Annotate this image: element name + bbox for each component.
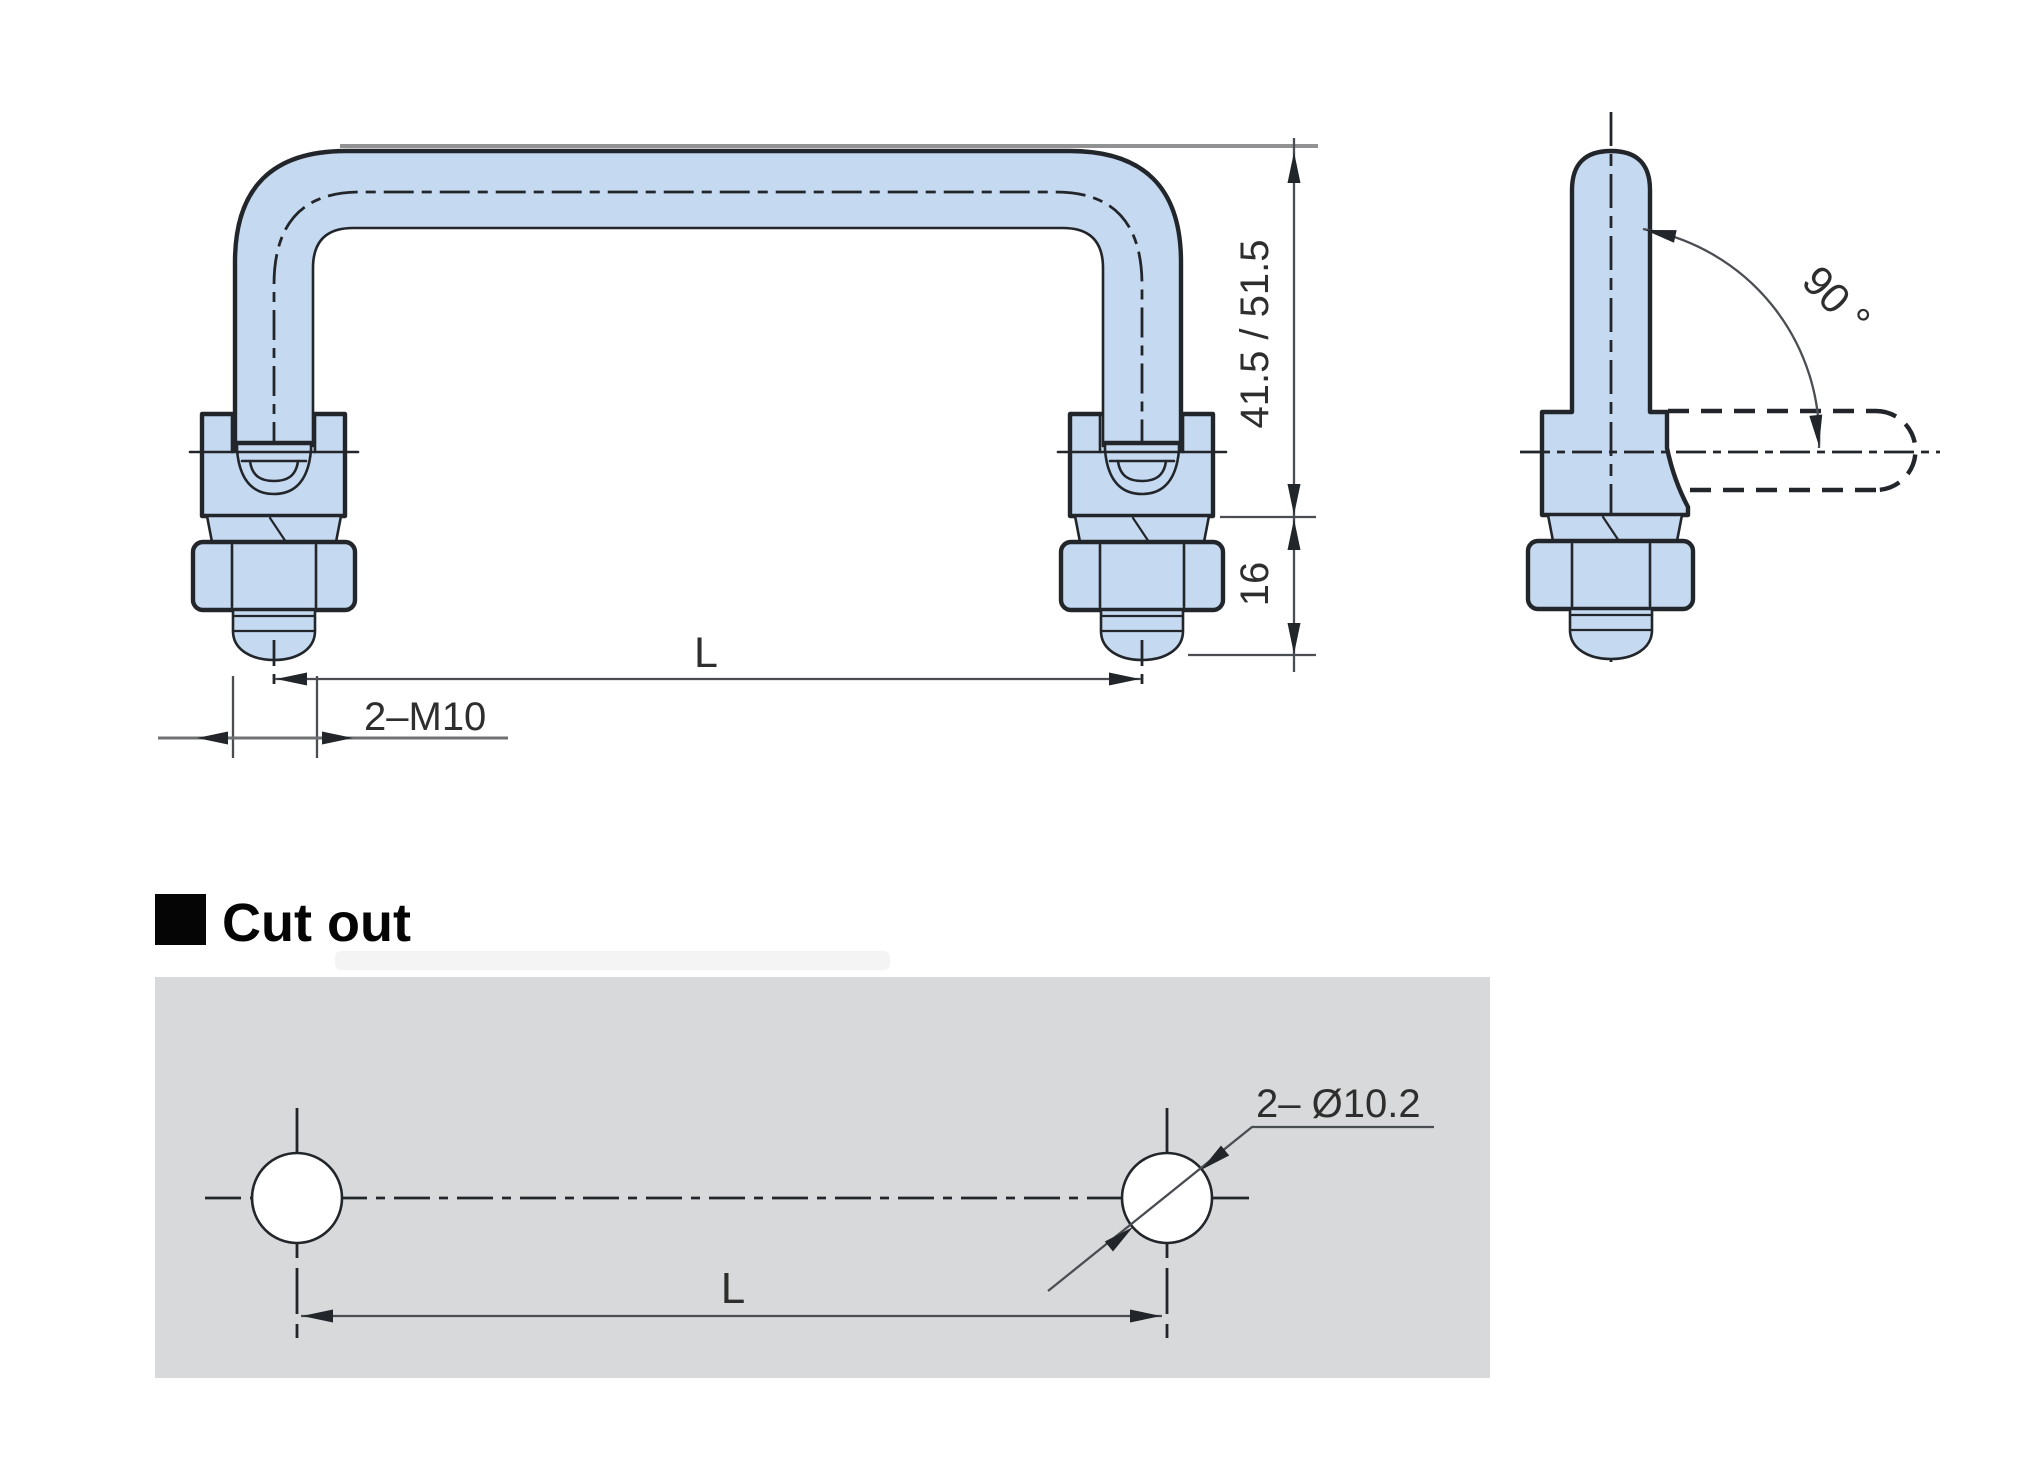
folded-handle-hidden — [1668, 408, 1918, 493]
front-span-dimension: L — [275, 629, 1141, 686]
cutout-span-dimension: L — [301, 1264, 1162, 1323]
handle-centerline — [272, 190, 1144, 452]
handle-tube-inner-outline — [311, 226, 1105, 448]
dim-height-label: 41.5 / 51.5 — [1233, 239, 1277, 428]
hole-diameter-leader: 2– Ø10.2 — [1047, 1082, 1434, 1292]
left-pivot-dome — [234, 440, 314, 496]
cutout-panel — [155, 977, 1490, 1378]
dim-protrusion-label: 16 — [1233, 562, 1277, 607]
handle-tube — [235, 151, 1181, 456]
hole-diameter-label: 2– Ø10.2 — [1256, 1082, 1421, 1126]
front-span-label: L — [694, 629, 718, 677]
cutout-section: Cut out 2– Ø10.2 L — [155, 893, 1490, 1378]
side-bracket — [1539, 409, 1691, 518]
angle-dimension: 90 ° — [1642, 223, 1879, 449]
right-pivot-dome — [1102, 440, 1182, 496]
left-mounting-hardware — [190, 514, 358, 662]
front-view: 41.5 / 51.5 16 L 2–M10 — [158, 138, 1318, 758]
cutout-span-label: L — [721, 1264, 745, 1313]
side-mounting-hardware — [1525, 513, 1696, 661]
height-dimension: 41.5 / 51.5 16 — [1188, 138, 1316, 672]
side-view: 90 ° — [1520, 112, 1940, 670]
angle-label: 90 ° — [1793, 257, 1879, 344]
thread-dimension: 2–M10 — [158, 676, 508, 758]
cutout-heading: Cut out — [222, 893, 411, 953]
right-drill-hole — [1120, 1151, 1214, 1245]
thread-label: 2–M10 — [364, 695, 486, 739]
print-artifact — [335, 951, 890, 970]
right-mounting-hardware — [1058, 514, 1226, 662]
side-rod-outline — [1569, 148, 1653, 415]
handle-tube-outline — [232, 148, 1184, 453]
section-bullet-icon — [155, 894, 206, 945]
left-drill-hole — [250, 1151, 344, 1245]
